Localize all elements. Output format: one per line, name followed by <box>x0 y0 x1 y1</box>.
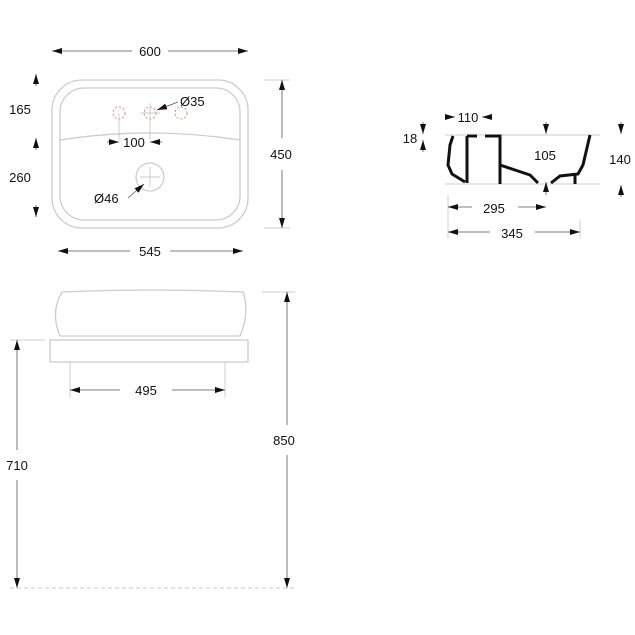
dim-rim-width: 110 <box>458 110 479 125</box>
dim-depth-front: 165 <box>9 102 31 117</box>
dim-total-height: 140 <box>609 152 631 167</box>
dim-depth-back: 260 <box>9 170 31 185</box>
dim-drain-offset: 295 <box>483 201 505 216</box>
dim-counter-height: 710 <box>6 458 28 473</box>
front-view: 495 710 850 <box>6 289 295 589</box>
dim-width-inner: 545 <box>139 244 161 259</box>
basin-inner-outline <box>59 87 241 221</box>
dim-bowl-depth: 105 <box>534 148 556 163</box>
dim-drain-diameter: Ø46 <box>94 191 119 206</box>
drain <box>135 162 165 192</box>
tap-hole-right <box>174 106 188 120</box>
dim-total-height-front: 850 <box>273 433 295 448</box>
section-view: 110 18 105 140 295 345 <box>403 110 631 241</box>
countertop-slab <box>49 339 249 363</box>
dim-half-depth: 345 <box>501 226 523 241</box>
dim-slab-width: 495 <box>135 383 157 398</box>
basin-outer-outline <box>51 79 249 229</box>
dim-hole-spacing: 100 <box>123 135 145 150</box>
dim-rim-height: 18 <box>403 131 417 146</box>
dim-depth-overall: 450 <box>270 147 292 162</box>
section-profile <box>446 134 592 185</box>
dim-tap-hole-diameter: Ø35 <box>180 94 205 109</box>
top-view: 600 545 450 165 260 100 Ø35 Ø46 <box>9 44 292 259</box>
dim-width-overall: 600 <box>139 44 161 59</box>
basin-front-outline <box>54 289 247 337</box>
